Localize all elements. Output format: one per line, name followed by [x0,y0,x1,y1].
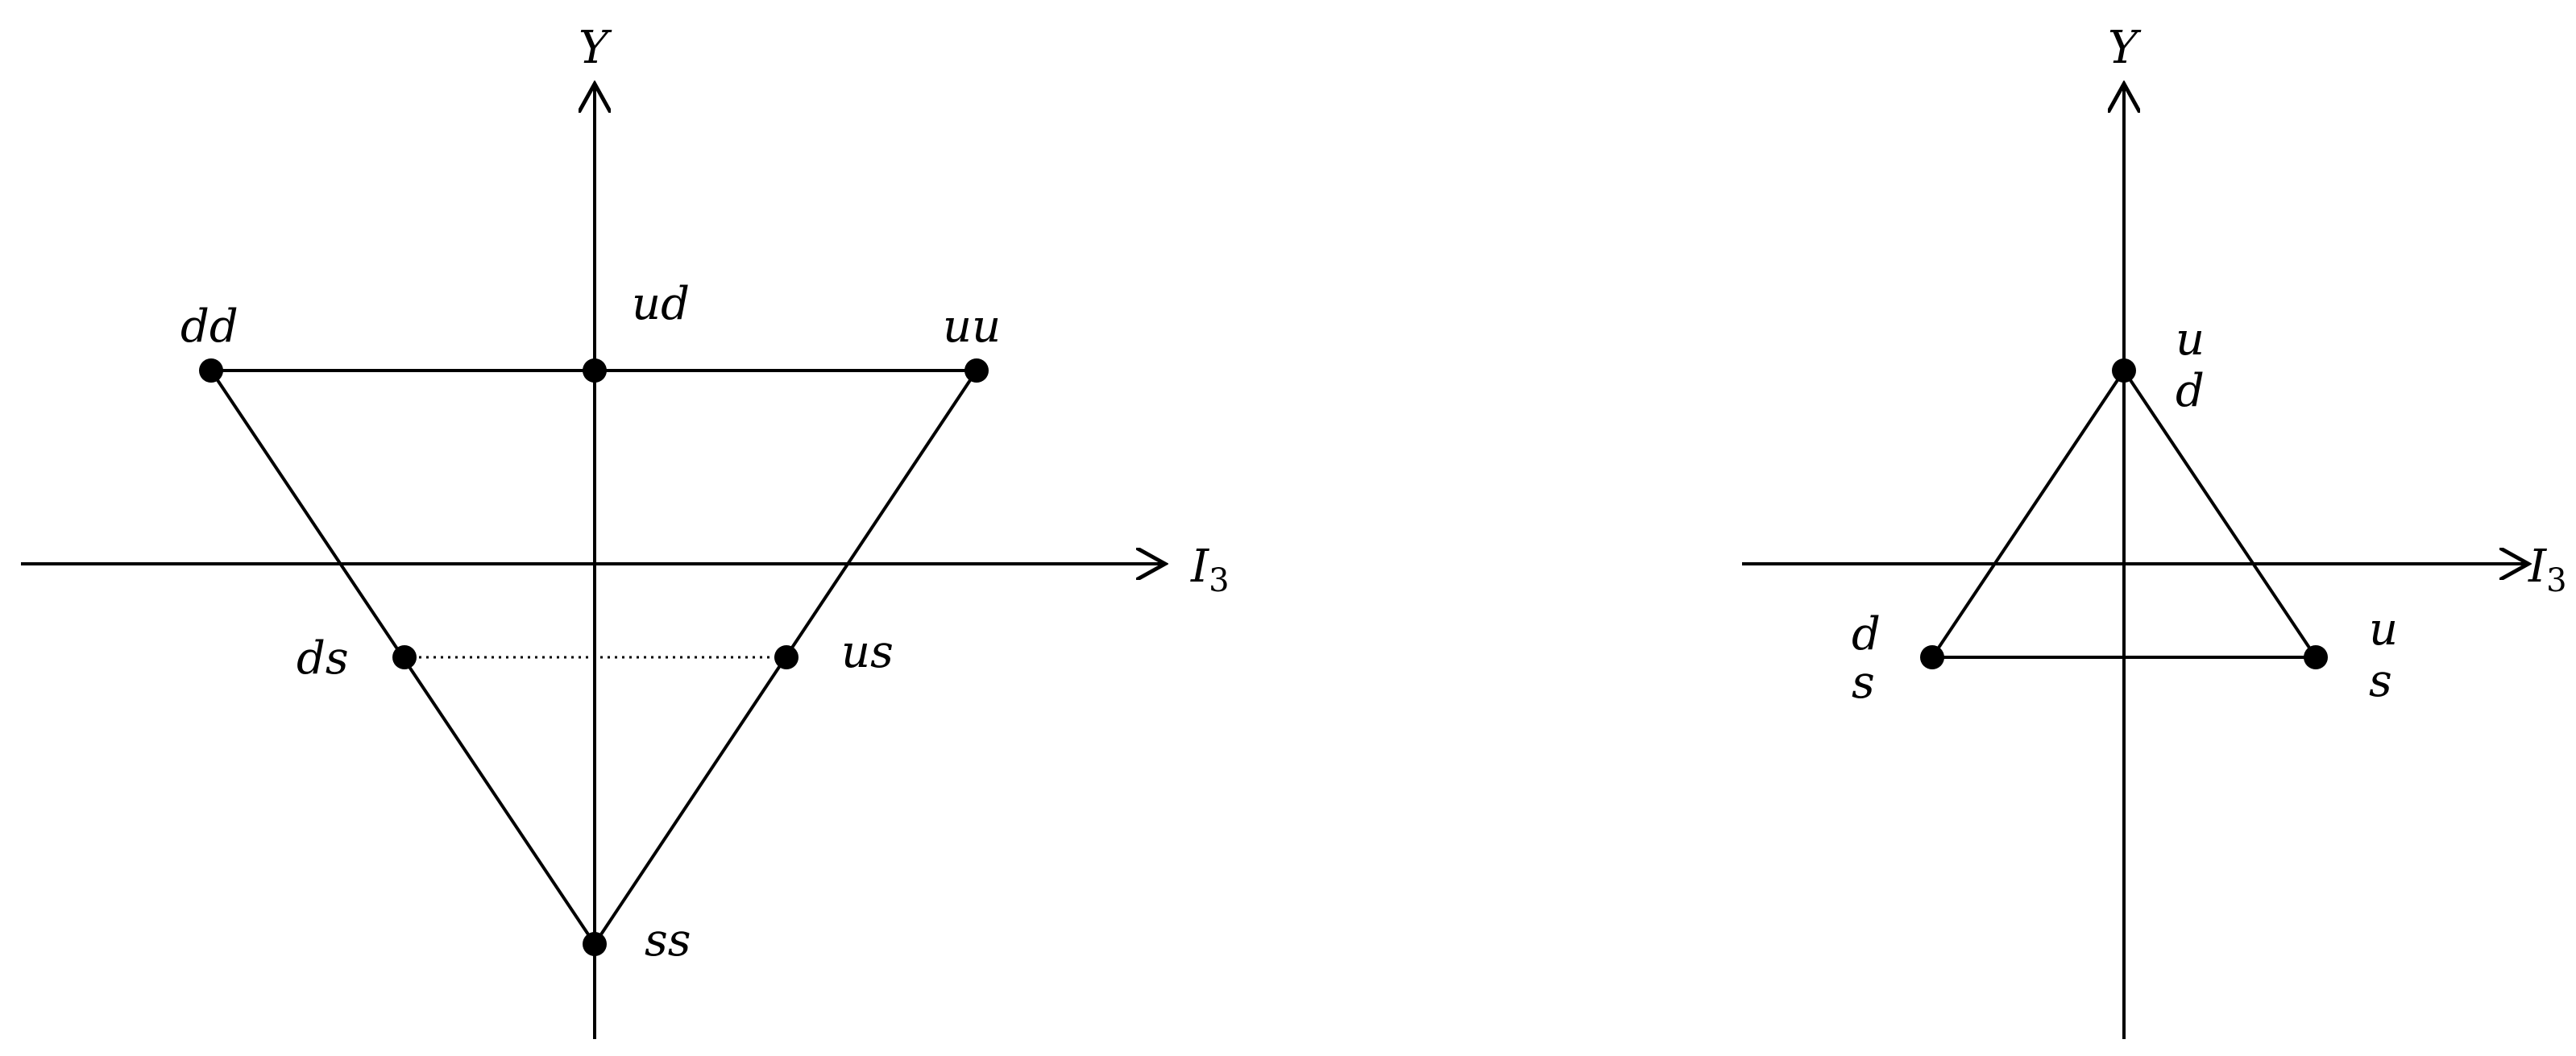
point-top [2112,358,2136,383]
point-ds [392,645,417,669]
label-left-lower: s [1852,656,1875,709]
point-ud [583,358,607,383]
point-right [2304,645,2328,669]
label-left-upper: d [1852,608,1881,661]
left-weight-diagram: Y I3 dd ud uu ds us ss [21,22,1230,1039]
point-left [1920,645,1944,669]
label-right-lower: s [2369,655,2392,707]
right-x-axis-label: I3 [2528,540,2567,599]
point-us [774,645,799,669]
right-right-edge [2122,369,2317,659]
label-ds: ds [297,632,349,685]
label-right-upper: u [2369,603,2398,656]
label-uu: uu [943,300,1001,353]
label-ud: ud [632,278,690,330]
right-y-axis-label: Y [2108,22,2142,74]
point-uu [964,358,989,383]
point-dd [199,358,223,383]
label-top-lower: d [2176,365,2205,417]
label-ss: ss [645,914,691,967]
label-dd: dd [180,300,239,353]
right-left-edge [1931,369,2126,659]
point-ss [583,932,607,956]
label-top-upper: u [2176,313,2205,366]
left-y-axis-label: Y [579,22,612,74]
label-us: us [841,626,894,678]
right-weight-diagram: Y I3 u d d s u s [1742,22,2567,1039]
left-x-axis-label: I3 [1190,540,1230,599]
